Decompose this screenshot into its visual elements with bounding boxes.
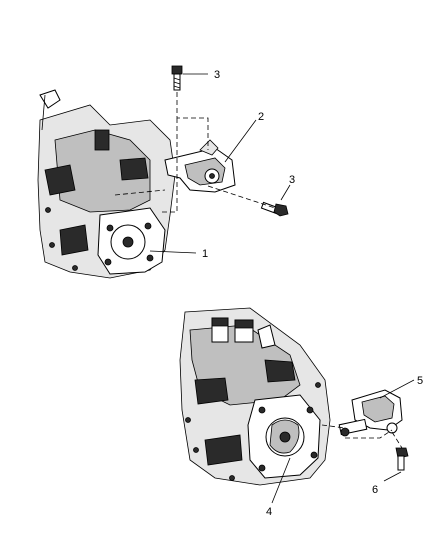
upper-dashed-assembly-lines [114, 92, 276, 213]
mount-bracket-part-5 [338, 389, 403, 437]
upper-transmission-assembly [37, 89, 176, 279]
callout-1: 1 [202, 248, 208, 260]
lower-callouts: 5 4 6 [266, 375, 423, 518]
bolt-part-6 [395, 447, 409, 471]
callout-2: 2 [258, 111, 264, 123]
callout-6: 6 [372, 484, 378, 496]
lower-dashed-assembly-lines [321, 424, 403, 449]
bolt-part-3-upper [171, 65, 183, 91]
bolt-part-3-right [260, 201, 289, 217]
callout-3-right: 3 [289, 174, 295, 186]
callout-4: 4 [266, 506, 272, 518]
mount-bracket-part-2 [164, 139, 236, 193]
upper-callouts: 3 2 3 1 [149, 69, 295, 260]
callout-5: 5 [417, 375, 423, 387]
lower-transmission-assembly [179, 307, 331, 486]
callout-3-upper: 3 [214, 69, 220, 81]
